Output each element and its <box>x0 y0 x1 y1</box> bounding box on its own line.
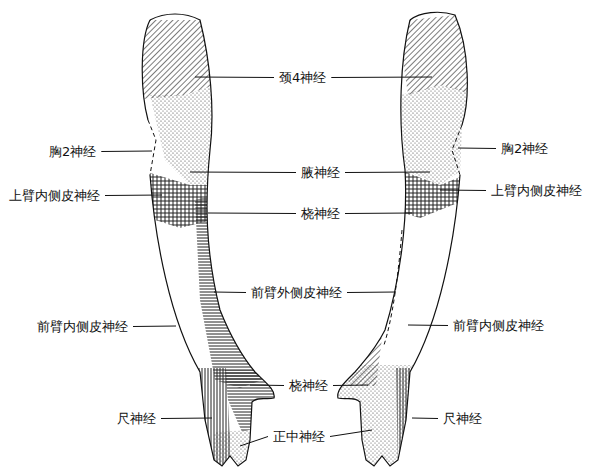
leader-line <box>330 430 372 437</box>
leader-line <box>240 437 268 447</box>
leader-line <box>412 418 438 420</box>
leader-line <box>250 385 284 387</box>
nerve-label: 上臂内侧皮神经 <box>8 188 101 203</box>
nerve-label: 胸2神经 <box>48 144 97 159</box>
right-arm-regions <box>330 5 475 472</box>
leader-line <box>331 77 432 79</box>
leader-line <box>347 292 396 294</box>
nerve-label: 上臂内侧皮神经 <box>490 183 583 198</box>
nerve-label: 前臂内侧皮神经 <box>452 318 545 333</box>
leader-line <box>208 213 296 215</box>
left-arm-regions <box>130 5 285 472</box>
nerve-label: 前臂外侧皮神经 <box>250 285 343 300</box>
nerve-label: 正中神经 <box>272 429 326 444</box>
nerve-label: 尺神经 <box>116 411 157 426</box>
leader-line <box>440 190 486 192</box>
leader-line <box>195 77 274 79</box>
leader-line <box>458 148 496 150</box>
right-arm-outline <box>338 12 468 466</box>
left-arm-outline <box>142 14 274 466</box>
leader-line <box>161 418 212 420</box>
leader-line <box>345 172 430 174</box>
leader-line <box>133 326 176 328</box>
nerve-label: 前臂内侧皮神经 <box>36 319 129 334</box>
nerve-label: 桡神经 <box>288 378 329 393</box>
leader-line <box>214 292 246 294</box>
nerve-label: 颈4神经 <box>278 70 327 85</box>
leader-line <box>190 172 296 174</box>
leader-line <box>105 195 162 197</box>
dashed-line <box>148 120 156 175</box>
dashed-line <box>452 125 462 175</box>
leader-line <box>101 151 152 153</box>
nerve-label: 桡神经 <box>300 206 341 221</box>
leader-line <box>408 325 448 327</box>
nerve-label: 胸2神经 <box>500 141 549 156</box>
nerve-label: 尺神经 <box>442 411 483 426</box>
nerve-label: 腋神经 <box>300 165 341 180</box>
leader-line <box>345 213 412 215</box>
leader-line <box>333 385 368 387</box>
dashed-line <box>384 230 402 345</box>
